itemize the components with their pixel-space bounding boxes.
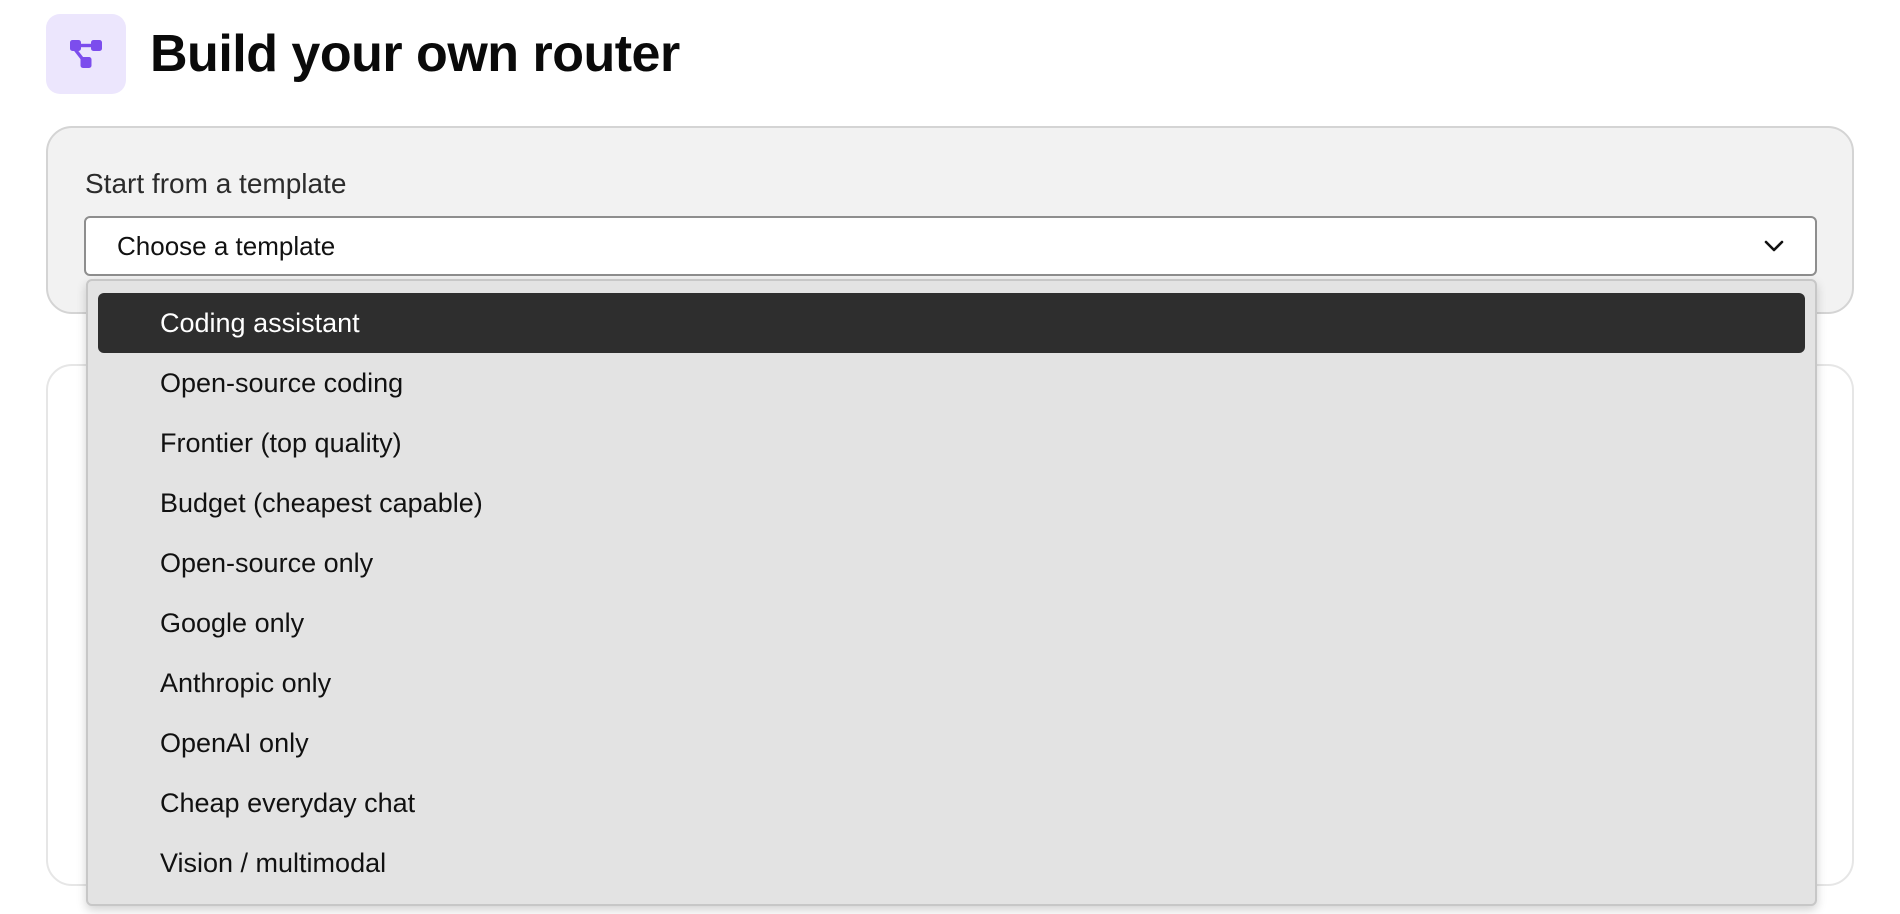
template-select[interactable]: Choose a template (84, 216, 1817, 276)
template-option-cheap-everyday-chat[interactable]: Cheap everyday chat (160, 787, 416, 818)
router-nodes-icon (46, 14, 126, 94)
template-option-google-only[interactable]: Google only (160, 607, 305, 638)
template-option-anthropic-only[interactable]: Anthropic only (160, 667, 332, 698)
template-option-open-source-only[interactable]: Open-source only (160, 547, 374, 578)
page-header: Build your own router (46, 14, 680, 94)
template-select-value: Choose a template (117, 230, 336, 261)
chevron-down-icon (1763, 239, 1785, 253)
template-option-budget[interactable]: Budget (cheapest capable) (160, 487, 483, 518)
template-dropdown: Coding assistant Open-source coding Fron… (86, 279, 1817, 906)
page-title: Build your own router (150, 25, 680, 83)
template-option-openai-only[interactable]: OpenAI only (160, 727, 309, 758)
template-label: Start from a template (85, 168, 347, 199)
template-option-open-source-coding[interactable]: Open-source coding (160, 367, 404, 398)
template-option-coding-assistant[interactable]: Coding assistant (98, 293, 1805, 353)
template-option-frontier[interactable]: Frontier (top quality) (160, 427, 402, 458)
template-option-vision-multimodal[interactable]: Vision / multimodal (160, 847, 387, 878)
